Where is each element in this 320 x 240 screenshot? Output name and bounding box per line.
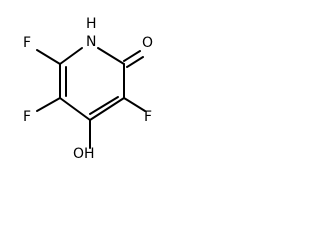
atom-label-n1: N — [86, 34, 96, 50]
bond-c2-o-a — [123, 50, 141, 62]
molecule-structure: H N O F F F OH — [23, 16, 153, 162]
bond-c3-c4-double — [89, 96, 119, 115]
bond-c3-c4 — [89, 97, 125, 121]
atom-label-f3: F — [144, 109, 152, 125]
bond-n1-c2 — [97, 47, 125, 65]
atom-label-o2: O — [142, 35, 153, 51]
bond-c6-n1 — [59, 47, 83, 65]
atom-label-f6: F — [23, 35, 31, 51]
bond-c6-f — [36, 49, 61, 65]
bond-c4-c5 — [59, 97, 91, 121]
atom-label-oh4: OH — [73, 146, 95, 162]
bond-c2-o-b — [126, 56, 144, 68]
bond-c3-f — [123, 97, 146, 112]
atom-label-nh-h: H — [86, 16, 97, 32]
bond-c5-f — [36, 97, 61, 112]
atom-label-f5: F — [23, 109, 31, 125]
